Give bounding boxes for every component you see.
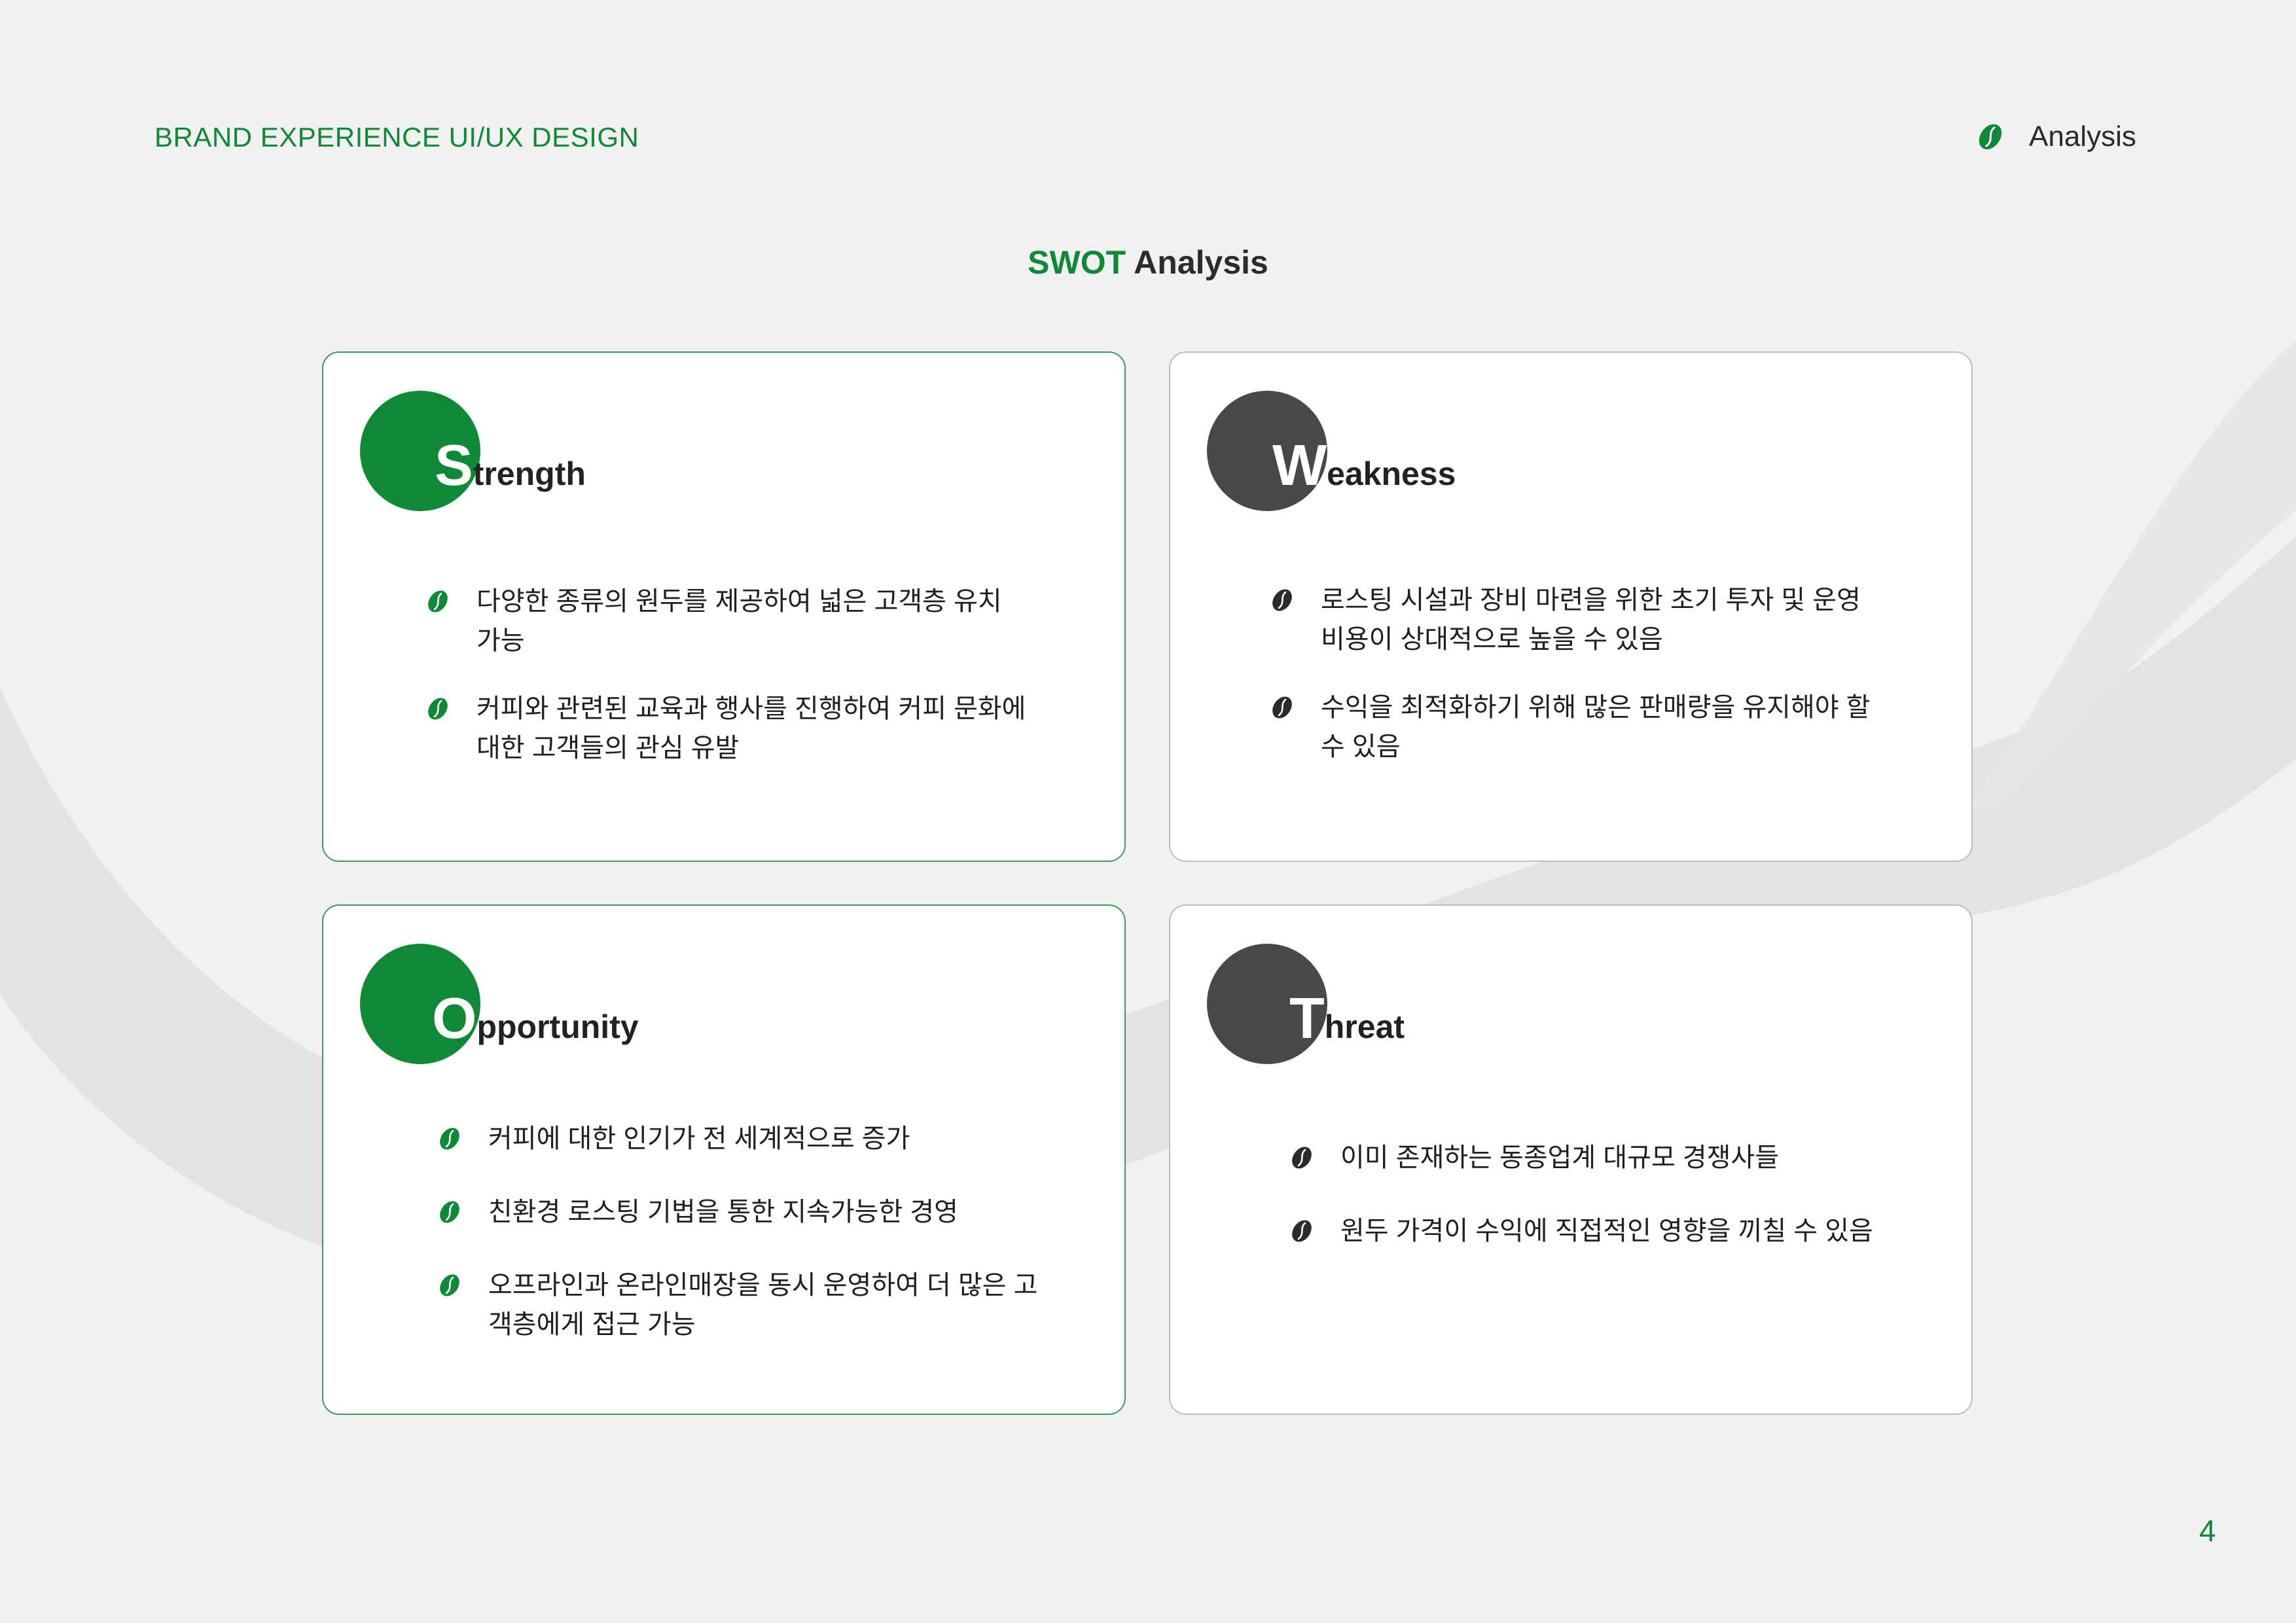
- heading-rest: Analysis: [1126, 244, 1268, 281]
- opportunity-title-rest: pportunity: [476, 1008, 639, 1045]
- list-item: 커피와 관련된 교육과 행사를 진행하여 커피 문화에 대한 고객들의 관심 유…: [424, 689, 1026, 768]
- bullet-text: 수익을 최적화하기 위해 많은 판매량을 유지해야 할 수 있음: [1321, 693, 1871, 761]
- list-item: 이미 존재하는 동종업계 대규모 경쟁사들: [1288, 1138, 1916, 1177]
- opportunity-letter: O: [432, 986, 477, 1050]
- list-item: 친환경 로스팅 기법을 통한 지속가능한 경영: [436, 1192, 1038, 1232]
- section-label: Analysis: [1974, 120, 2136, 153]
- coffee-bean-icon: [424, 695, 452, 722]
- bullet-text: 커피와 관련된 교육과 행사를 진행하여 커피 문화에 대한 고객들의 관심 유…: [476, 694, 1026, 762]
- weakness-badge: [1207, 391, 1327, 511]
- coffee-bean-icon: [436, 1125, 463, 1152]
- bullet-text: 친환경 로스팅 기법을 통한 지속가능한 경영: [488, 1198, 958, 1226]
- list-item: 오프라인과 온라인매장을 동시 운영하여 더 많은 고객층에게 접근 가능: [436, 1266, 1038, 1344]
- weakness-list: 로스팅 시설과 장비 마련을 위한 초기 투자 및 운영 비용이 상대적으로 높…: [1268, 580, 1871, 795]
- bullet-text: 이미 존재하는 동종업계 대규모 경쟁사들: [1340, 1143, 1780, 1172]
- page-number: 4: [2199, 1514, 2216, 1548]
- bullet-text: 커피에 대한 인기가 전 세계적으로 증가: [488, 1124, 910, 1153]
- bullet-text: 다양한 종류의 원두를 제공하여 넓은 고객층 유치 가능: [476, 587, 1002, 655]
- strength-letter: S: [435, 433, 473, 497]
- bullet-text: 오프라인과 온라인매장을 동시 운영하여 더 많은 고객층에게 접근 가능: [488, 1271, 1038, 1339]
- list-item: 커피에 대한 인기가 전 세계적으로 증가: [436, 1119, 1038, 1158]
- strength-badge: [360, 391, 480, 511]
- weakness-letter: W: [1272, 433, 1327, 497]
- threat-letter: T: [1289, 986, 1325, 1050]
- coffee-bean-icon: [436, 1272, 463, 1299]
- list-item: 다양한 종류의 원두를 제공하여 넓은 고객층 유치 가능: [424, 582, 1026, 660]
- opportunity-badge: [360, 944, 480, 1064]
- coffee-bean-icon: [436, 1198, 463, 1226]
- coffee-bean-icon: [1974, 120, 2007, 153]
- bullet-text: 로스팅 시설과 장비 마련을 위한 초기 투자 및 운영 비용이 상대적으로 높…: [1321, 586, 1861, 654]
- bullet-text: 원두 가격이 수익에 직접적인 영향을 끼칠 수 있음: [1340, 1217, 1873, 1245]
- heading-accent: SWOT: [1028, 244, 1126, 281]
- list-item: 수익을 최적화하기 위해 많은 판매량을 유지해야 할 수 있음: [1268, 688, 1871, 766]
- threat-list: 이미 존재하는 동종업계 대규모 경쟁사들 원두 가격이 수익에 직접적인 영향…: [1288, 1138, 1916, 1285]
- page-heading: SWOT Analysis: [0, 243, 2296, 281]
- strength-list: 다양한 종류의 원두를 제공하여 넓은 고객층 유치 가능 커피와 관련된 교육…: [424, 582, 1026, 796]
- weakness-title-rest: eakness: [1327, 455, 1456, 492]
- threat-badge: [1207, 944, 1327, 1064]
- threat-title-rest: hreat: [1324, 1008, 1405, 1045]
- strength-title-rest: trength: [473, 455, 586, 492]
- list-item: 원두 가격이 수익에 직접적인 영향을 끼칠 수 있음: [1288, 1211, 1916, 1251]
- opportunity-list: 커피에 대한 인기가 전 세계적으로 증가 친환경 로스팅 기법을 통한 지속가…: [436, 1119, 1038, 1378]
- coffee-bean-icon: [1288, 1144, 1316, 1171]
- coffee-bean-icon: [1268, 586, 1296, 614]
- coffee-bean-icon: [424, 588, 452, 615]
- coffee-bean-icon: [1268, 694, 1296, 721]
- list-item: 로스팅 시설과 장비 마련을 위한 초기 투자 및 운영 비용이 상대적으로 높…: [1268, 580, 1871, 659]
- coffee-bean-icon: [1288, 1217, 1316, 1245]
- brand-title: BRAND EXPERIENCE UI/UX DESIGN: [154, 122, 639, 152]
- section-label-text: Analysis: [2029, 120, 2136, 152]
